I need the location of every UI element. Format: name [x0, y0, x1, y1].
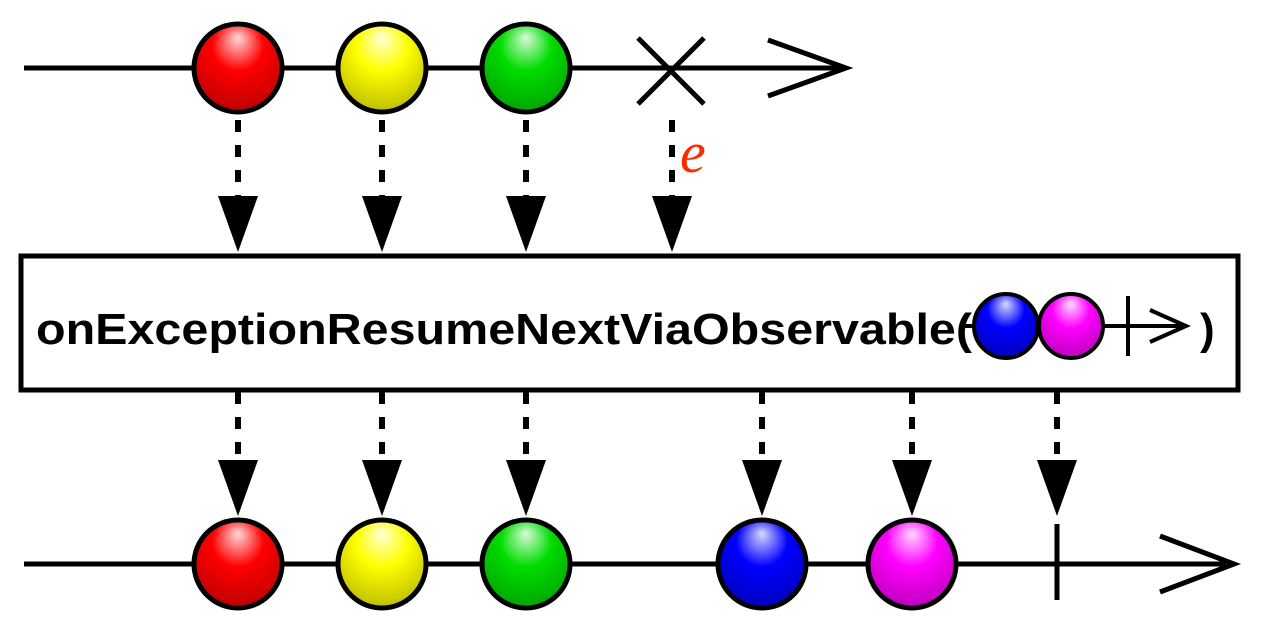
source-green-marble — [479, 21, 573, 115]
operator-close-paren: ) — [1200, 305, 1215, 354]
mini-marbles — [972, 292, 1105, 360]
lower-arrow-1 — [218, 392, 258, 516]
mini-magenta-marble — [1037, 292, 1105, 360]
mini-blue-marble — [972, 292, 1040, 360]
source-red-marble — [191, 21, 285, 115]
result-marbles — [191, 517, 959, 611]
lower-arrow-5 — [892, 392, 932, 516]
upper-arrow-4 — [652, 120, 692, 252]
upper-arrow-2 — [362, 120, 402, 252]
source-timeline-arrowhead — [767, 37, 854, 99]
result-timeline-arrowhead — [1159, 533, 1242, 595]
upper-arrows — [218, 120, 692, 252]
lower-arrow-3 — [506, 392, 546, 516]
lower-arrow-2 — [362, 392, 402, 516]
source-yellow-marble — [335, 21, 429, 115]
lower-arrow-4 — [742, 392, 782, 516]
error-label: e — [680, 120, 706, 185]
source-timeline — [24, 21, 854, 115]
resume-observable-mini-timeline — [962, 292, 1191, 360]
lower-arrow-6 — [1037, 392, 1077, 516]
result-timeline — [24, 517, 1242, 611]
upper-arrow-3 — [506, 120, 546, 252]
lower-arrows — [218, 392, 1077, 516]
source-marbles — [191, 21, 573, 115]
result-blue-marble — [715, 517, 809, 611]
operator-name: onExceptionResumeNextViaObservable( — [36, 305, 972, 354]
result-green-marble — [479, 517, 573, 611]
result-magenta-marble — [865, 517, 959, 611]
error-x-icon — [636, 36, 706, 106]
operator-box: onExceptionResumeNextViaObservable( ) — [18, 253, 1241, 393]
mini-timeline-arrowhead — [1149, 308, 1191, 344]
upper-arrow-1 — [218, 120, 258, 252]
result-red-marble — [191, 517, 285, 611]
result-yellow-marble — [335, 517, 429, 611]
